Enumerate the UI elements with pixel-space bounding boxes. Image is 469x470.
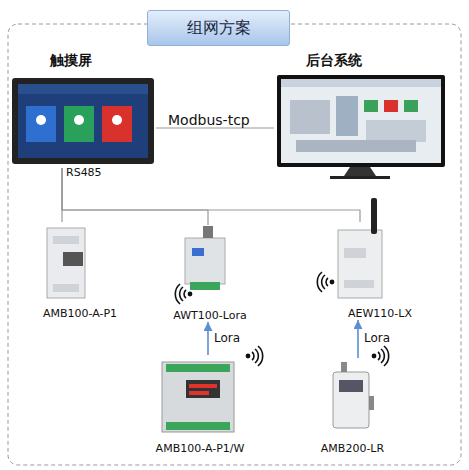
picture-part <box>190 282 220 290</box>
picture-part <box>184 290 186 298</box>
box-heading: 触摸屏 <box>50 52 92 70</box>
picture-part <box>175 284 180 304</box>
system-box: 后台系统 <box>274 52 446 177</box>
picture-part <box>36 115 46 125</box>
meter-picture <box>162 362 234 432</box>
wireless-symbol <box>372 346 388 366</box>
device-name: AEW110-LX <box>348 307 412 320</box>
bus-label: RS485 <box>66 166 102 179</box>
picture-part <box>336 96 358 136</box>
device-box: AMB100-A-P1/W <box>145 355 255 455</box>
picture-part <box>63 252 83 266</box>
picture-part <box>317 272 322 292</box>
device-box: AMB200-LR <box>305 358 400 455</box>
picture-part <box>330 280 333 283</box>
picture-part <box>322 275 325 289</box>
picture-part <box>192 248 204 256</box>
touchscreen-picture <box>12 78 154 164</box>
picture-part <box>246 354 249 357</box>
meter-picture <box>333 362 374 428</box>
picture-part <box>333 372 369 428</box>
picture-part <box>166 364 230 372</box>
monitor-picture <box>277 75 445 179</box>
wireless-symbol <box>175 284 191 304</box>
picture-part <box>252 352 254 360</box>
device-name: AMB100-A-P1/W <box>156 442 245 455</box>
link-label: Modbus-tcp <box>168 112 250 128</box>
picture-part <box>102 106 132 142</box>
picture-part <box>344 248 366 258</box>
picture-part <box>180 287 183 301</box>
title-text: 组网方案 <box>187 18 251 39</box>
picture-part <box>330 176 390 179</box>
picture-part <box>186 380 220 398</box>
picture-part <box>12 78 154 164</box>
device-name: AWT100-Lora <box>173 309 246 322</box>
picture-part <box>371 198 377 234</box>
picture-part <box>364 100 378 112</box>
picture-part <box>47 228 85 298</box>
device-box: AWT100-Lora <box>160 225 260 322</box>
picture-part <box>372 354 375 357</box>
gateway-picture <box>185 226 225 290</box>
device-box: AEW110-LX <box>330 222 430 320</box>
picture-part <box>53 236 79 244</box>
picture-part <box>326 278 328 286</box>
device-name: AMB200-LR <box>321 442 384 455</box>
picture-part <box>281 79 441 163</box>
picture-part <box>344 280 374 288</box>
picture-part <box>296 140 416 152</box>
meter-picture <box>47 228 85 298</box>
picture-part <box>381 349 384 363</box>
picture-part <box>189 384 217 388</box>
box-heading: 后台系统 <box>306 52 362 70</box>
picture-part <box>162 362 234 432</box>
picture-part <box>378 352 380 360</box>
picture-part <box>281 79 441 87</box>
system-box: 触摸屏 <box>10 52 156 168</box>
dashed-frame <box>8 24 461 465</box>
picture-part <box>277 75 445 167</box>
picture-part <box>344 167 376 176</box>
link-line <box>62 168 360 222</box>
picture-part <box>290 100 330 134</box>
picture-part <box>258 346 263 366</box>
title-tab: 组网方案 <box>147 10 290 46</box>
picture-part <box>26 106 56 142</box>
picture-part <box>338 230 382 298</box>
picture-part <box>341 362 347 372</box>
link-label: Lora <box>364 331 390 345</box>
picture-part <box>185 238 225 284</box>
link-arrow <box>357 320 359 358</box>
picture-part <box>384 346 389 366</box>
picture-part <box>166 422 230 430</box>
picture-part <box>255 349 258 363</box>
picture-part <box>18 84 148 158</box>
device-box: AMB100-A-P1 <box>36 222 124 320</box>
picture-part <box>203 226 213 238</box>
picture-part <box>188 292 191 295</box>
device-name: AMB100-A-P1 <box>43 307 117 320</box>
wireless-symbol <box>317 272 333 292</box>
link-label: Lora <box>214 331 240 345</box>
picture-part <box>74 115 84 125</box>
wireless-symbol <box>246 346 262 366</box>
picture-part <box>18 84 148 94</box>
picture-part <box>384 100 398 112</box>
picture-part <box>339 380 363 392</box>
picture-part <box>189 391 209 395</box>
picture-part <box>53 284 79 292</box>
link-arrow <box>207 322 209 355</box>
picture-part <box>112 115 122 125</box>
picture-part <box>366 120 426 142</box>
picture-part <box>369 396 374 410</box>
picture-part <box>404 100 418 112</box>
picture-part <box>64 106 94 142</box>
